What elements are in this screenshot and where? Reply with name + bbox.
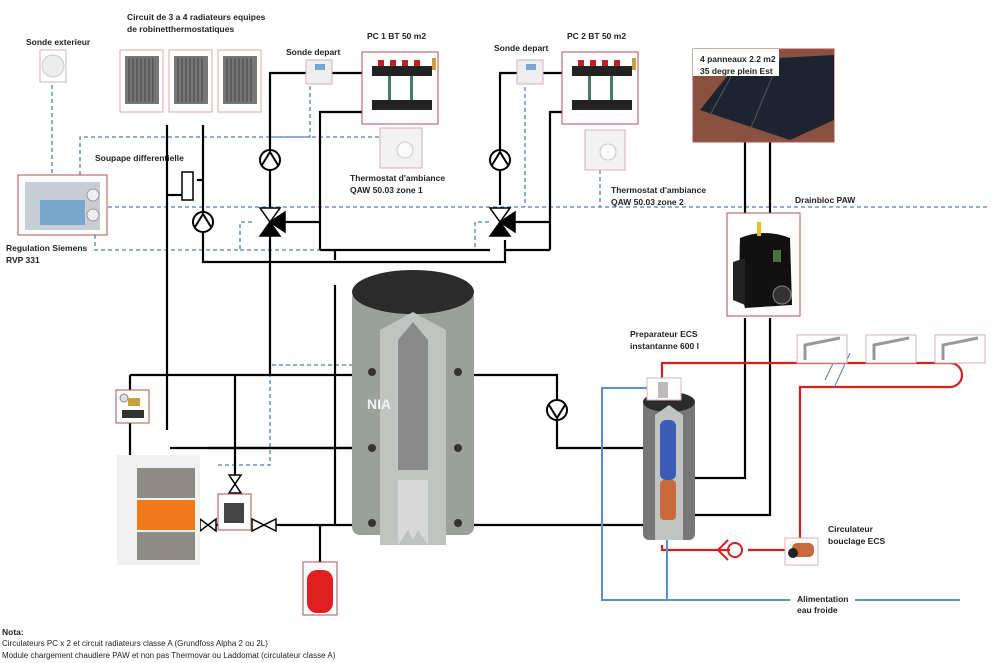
outdoor-sensor [39,49,67,83]
siemens-controller [17,174,108,236]
faucet-2-icon [865,334,917,364]
label-alimentation-2: eau froide [797,605,838,615]
wire-valve2 [240,221,490,251]
label-circulateur-2: bouclage ECS [828,536,886,546]
label-sonde-depart-2: Sonde depart [494,43,549,53]
valve-3way-pc1-icon [258,207,286,237]
label-drainbloc: Drainbloc PAW [795,195,856,205]
label-regulation-2: RVP 331 [6,255,40,265]
pipe-pc1-return [318,110,365,250]
pipe-drainbloc-2 [690,318,772,517]
pipe-pc1-flow [268,71,307,375]
check-valve-icon [716,539,743,561]
boiler-loading-module [217,493,252,531]
wire-boiler [218,364,360,466]
label-pc2: PC 2 BT 50 m2 [567,31,627,41]
ball-valve-vertical-icon [227,474,243,494]
label-radiators-2: de robinetthermostatiques [127,24,235,34]
pump-radiator-icon [192,211,214,233]
differential-valve-icon [181,171,194,201]
pump-pc1-icon [259,149,281,171]
dhw-preparer [643,377,695,540]
pipe-pc2-flow [498,71,518,205]
flow-sensor-2 [516,59,544,85]
pipe-pc2-return [548,110,565,250]
buffer-tank [352,270,474,545]
faucets [796,334,986,364]
ball-valves [199,474,277,533]
wire-valve1 [94,221,255,251]
label-thermostat1-1: Thermostat d'ambiance [350,173,446,183]
radiator-1 [119,49,164,113]
pipe-tank-to-ecs-top [460,373,559,400]
label-soupape: Soupape differentielle [95,153,184,163]
pump-pc2-icon [489,149,511,171]
three-way-valves [258,207,516,237]
label-pc1: PC 1 BT 50 m2 [367,31,427,41]
label-regulation-1: Regulation Siemens [6,243,88,253]
flow-sensor-1 [305,59,333,85]
dhw-circulator [784,537,819,566]
room-thermostat-1 [379,127,423,169]
manifold-pc2 [561,51,639,125]
ball-valve-right-icon [251,517,277,533]
expansion-vessel [302,561,338,616]
pipe-drainbloc-1 [690,318,747,480]
wood-boiler [117,455,200,565]
label-alimentation-1: Alimentation [797,594,849,604]
label-preparateur-2: instantanne 600 l [630,341,699,351]
radiator-2 [168,49,213,113]
room-thermostat-2 [584,129,626,171]
manifold-pc1 [361,51,439,125]
radiators [119,49,262,113]
label-sonde-exterieur: Sonde exterieur [26,37,91,47]
note-line-1: Circulateurs PC x 2 et circuit radiateur… [2,639,268,648]
label-solar-2: 35 degre plein Est [700,66,773,76]
label-thermostat2-1: Thermostat d'ambiance [611,185,707,195]
pipes [128,71,772,565]
drainbloc-unit [726,212,801,317]
label-sonde-depart-1: Sonde depart [286,47,341,57]
valve-3way-pc2-icon [488,207,516,237]
label-solar-1: 4 panneaux 2.2 m2 [700,54,776,64]
radiator-3 [217,49,262,113]
safety-group [115,389,150,424]
note-line-2: Module chargement chaudiere PAW et non p… [2,651,336,660]
solar-panels [692,48,835,143]
pump-tank-ecs-icon [546,399,568,421]
label-thermostat2-2: QAW 50.03 zone 2 [611,197,684,207]
label-thermostat1-2: QAW 50.03 zone 1 [350,185,423,195]
faucet-1-icon [796,334,848,364]
hot-water-loop [660,361,964,552]
label-circulateur-1: Circulateur [828,524,873,534]
faucet-3-icon [934,334,986,364]
label-radiators-1: Circuit de 3 a 4 radiateurs equipes [127,12,266,22]
label-preparateur-1: Preparateur ECS [630,329,698,339]
control-wiring [51,80,990,466]
pumps [192,149,568,421]
note-title: Nota: [2,627,24,637]
label-buffer-tank: NIA [367,396,392,412]
wire-sonde-depart-1 [79,80,311,175]
ball-valve-left-icon [199,517,217,533]
